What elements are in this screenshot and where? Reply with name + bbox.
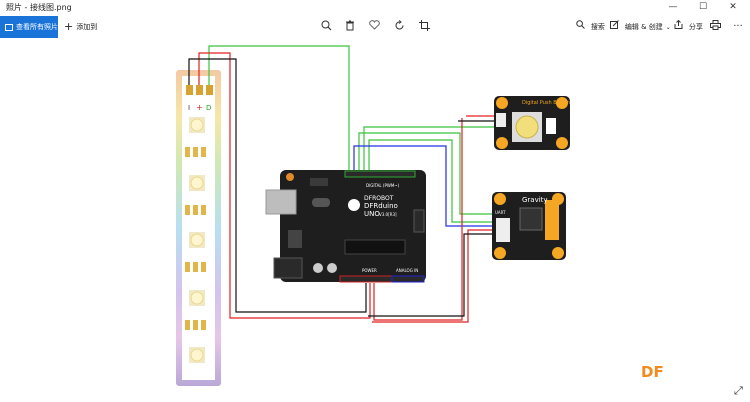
add-to-button[interactable]: +添加到 [64,16,97,38]
edit-create-button[interactable]: 编辑 & 创建⌄ [610,16,671,38]
window-title: 照片 - 接线图.png [6,3,72,12]
chevron-down-icon: ⌄ [665,24,671,31]
edit-create-label: 编辑 & 创建 [624,23,663,31]
plus-icon: + [64,20,74,33]
add-to-label: 添加到 [76,23,98,31]
view-all-photos-button[interactable]: 查看所有照片 [0,16,58,38]
strip-label-plus: + [196,103,203,112]
arduino-board [265,170,426,283]
strip-label-d: D [206,104,211,112]
gravity-label: Gravity [522,196,548,204]
button-module-title: Digital Push Button [522,100,570,106]
edit-icon [610,20,622,32]
more-icon[interactable]: ··· [733,21,743,32]
share-label: 分享 [688,23,703,31]
led-strip-leds [189,117,205,363]
search-button[interactable]: 搜索 [576,16,605,38]
board-name: DFRduino [364,202,398,210]
power-label: POWER [362,268,377,273]
board-brand: DFROBOT [364,195,394,202]
board-version: V3.0[R3] [379,212,397,217]
digital-label: DIGITAL (PWM~) [366,183,400,188]
search-icon [576,20,588,32]
zoom-icon[interactable] [319,20,333,34]
gravity-sublabel: UART [495,210,506,215]
heart-icon[interactable] [367,20,381,34]
share-icon [674,19,686,32]
rotate-icon[interactable] [392,20,406,34]
maximize-button[interactable]: ☐ [698,2,708,12]
df-watermark-logo: DF [641,363,664,381]
photos-icon [5,23,13,31]
expand-icon[interactable]: ⤢ [734,384,743,397]
close-button[interactable]: ✕ [729,2,737,12]
view-all-label: 查看所有照片 [16,23,58,31]
wiring-diagram-image: I + D [176,45,570,386]
strip-label-i: I [188,104,190,112]
search-label: 搜索 [590,23,605,31]
trash-icon[interactable] [343,20,357,34]
share-button[interactable]: 分享 [674,16,703,38]
wires [188,45,500,323]
gravity-module [492,192,566,260]
push-button-module [494,96,570,150]
minimize-button[interactable]: — [668,2,678,12]
title-bar: 照片 - 接线图.png — ☐ ✕ [0,0,750,16]
analog-label: ANALOG IN [396,268,418,273]
board-model: UNO [364,210,380,218]
print-icon[interactable] [708,20,722,34]
crop-icon[interactable] [417,20,431,34]
led-strip-pads [185,147,206,330]
toolbar: 查看所有照片 +添加到 搜索 编辑 & 创建⌄ 分享 ··· [0,16,750,38]
